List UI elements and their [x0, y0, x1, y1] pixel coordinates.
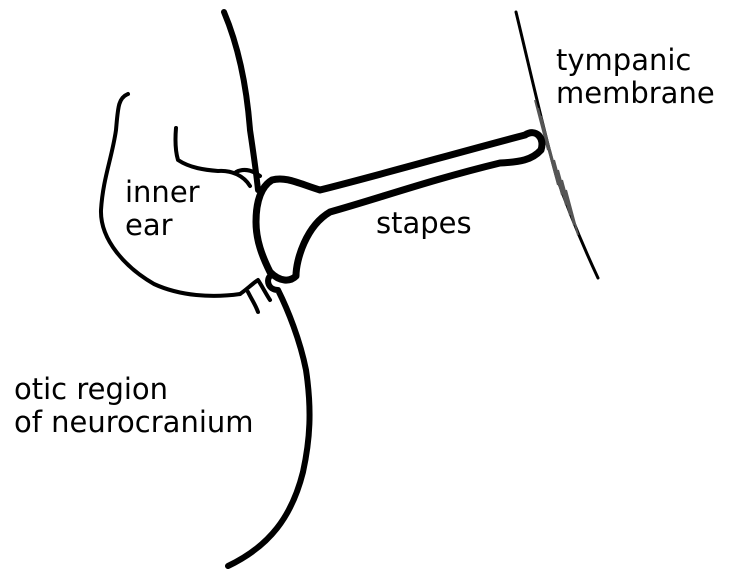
neurocranium-wall-upper [224, 12, 258, 190]
inner-ear-label-line-2: ear [125, 209, 200, 242]
tympanic-label-line-1: tympanic [556, 44, 715, 77]
otic-label-line-2: of neurocranium [14, 406, 254, 439]
inner-ear-label: inner ear [125, 176, 200, 242]
tympanic-membrane-label: tympanic membrane [556, 44, 715, 110]
stapes-label: stapes [376, 207, 472, 240]
inner-ear-label-line-1: inner [125, 176, 200, 209]
tympanic-label-line-2: membrane [556, 77, 715, 110]
otic-region-label: otic region of neurocranium [14, 373, 254, 439]
stapes-label-text: stapes [376, 207, 472, 240]
otic-label-line-1: otic region [14, 373, 254, 406]
